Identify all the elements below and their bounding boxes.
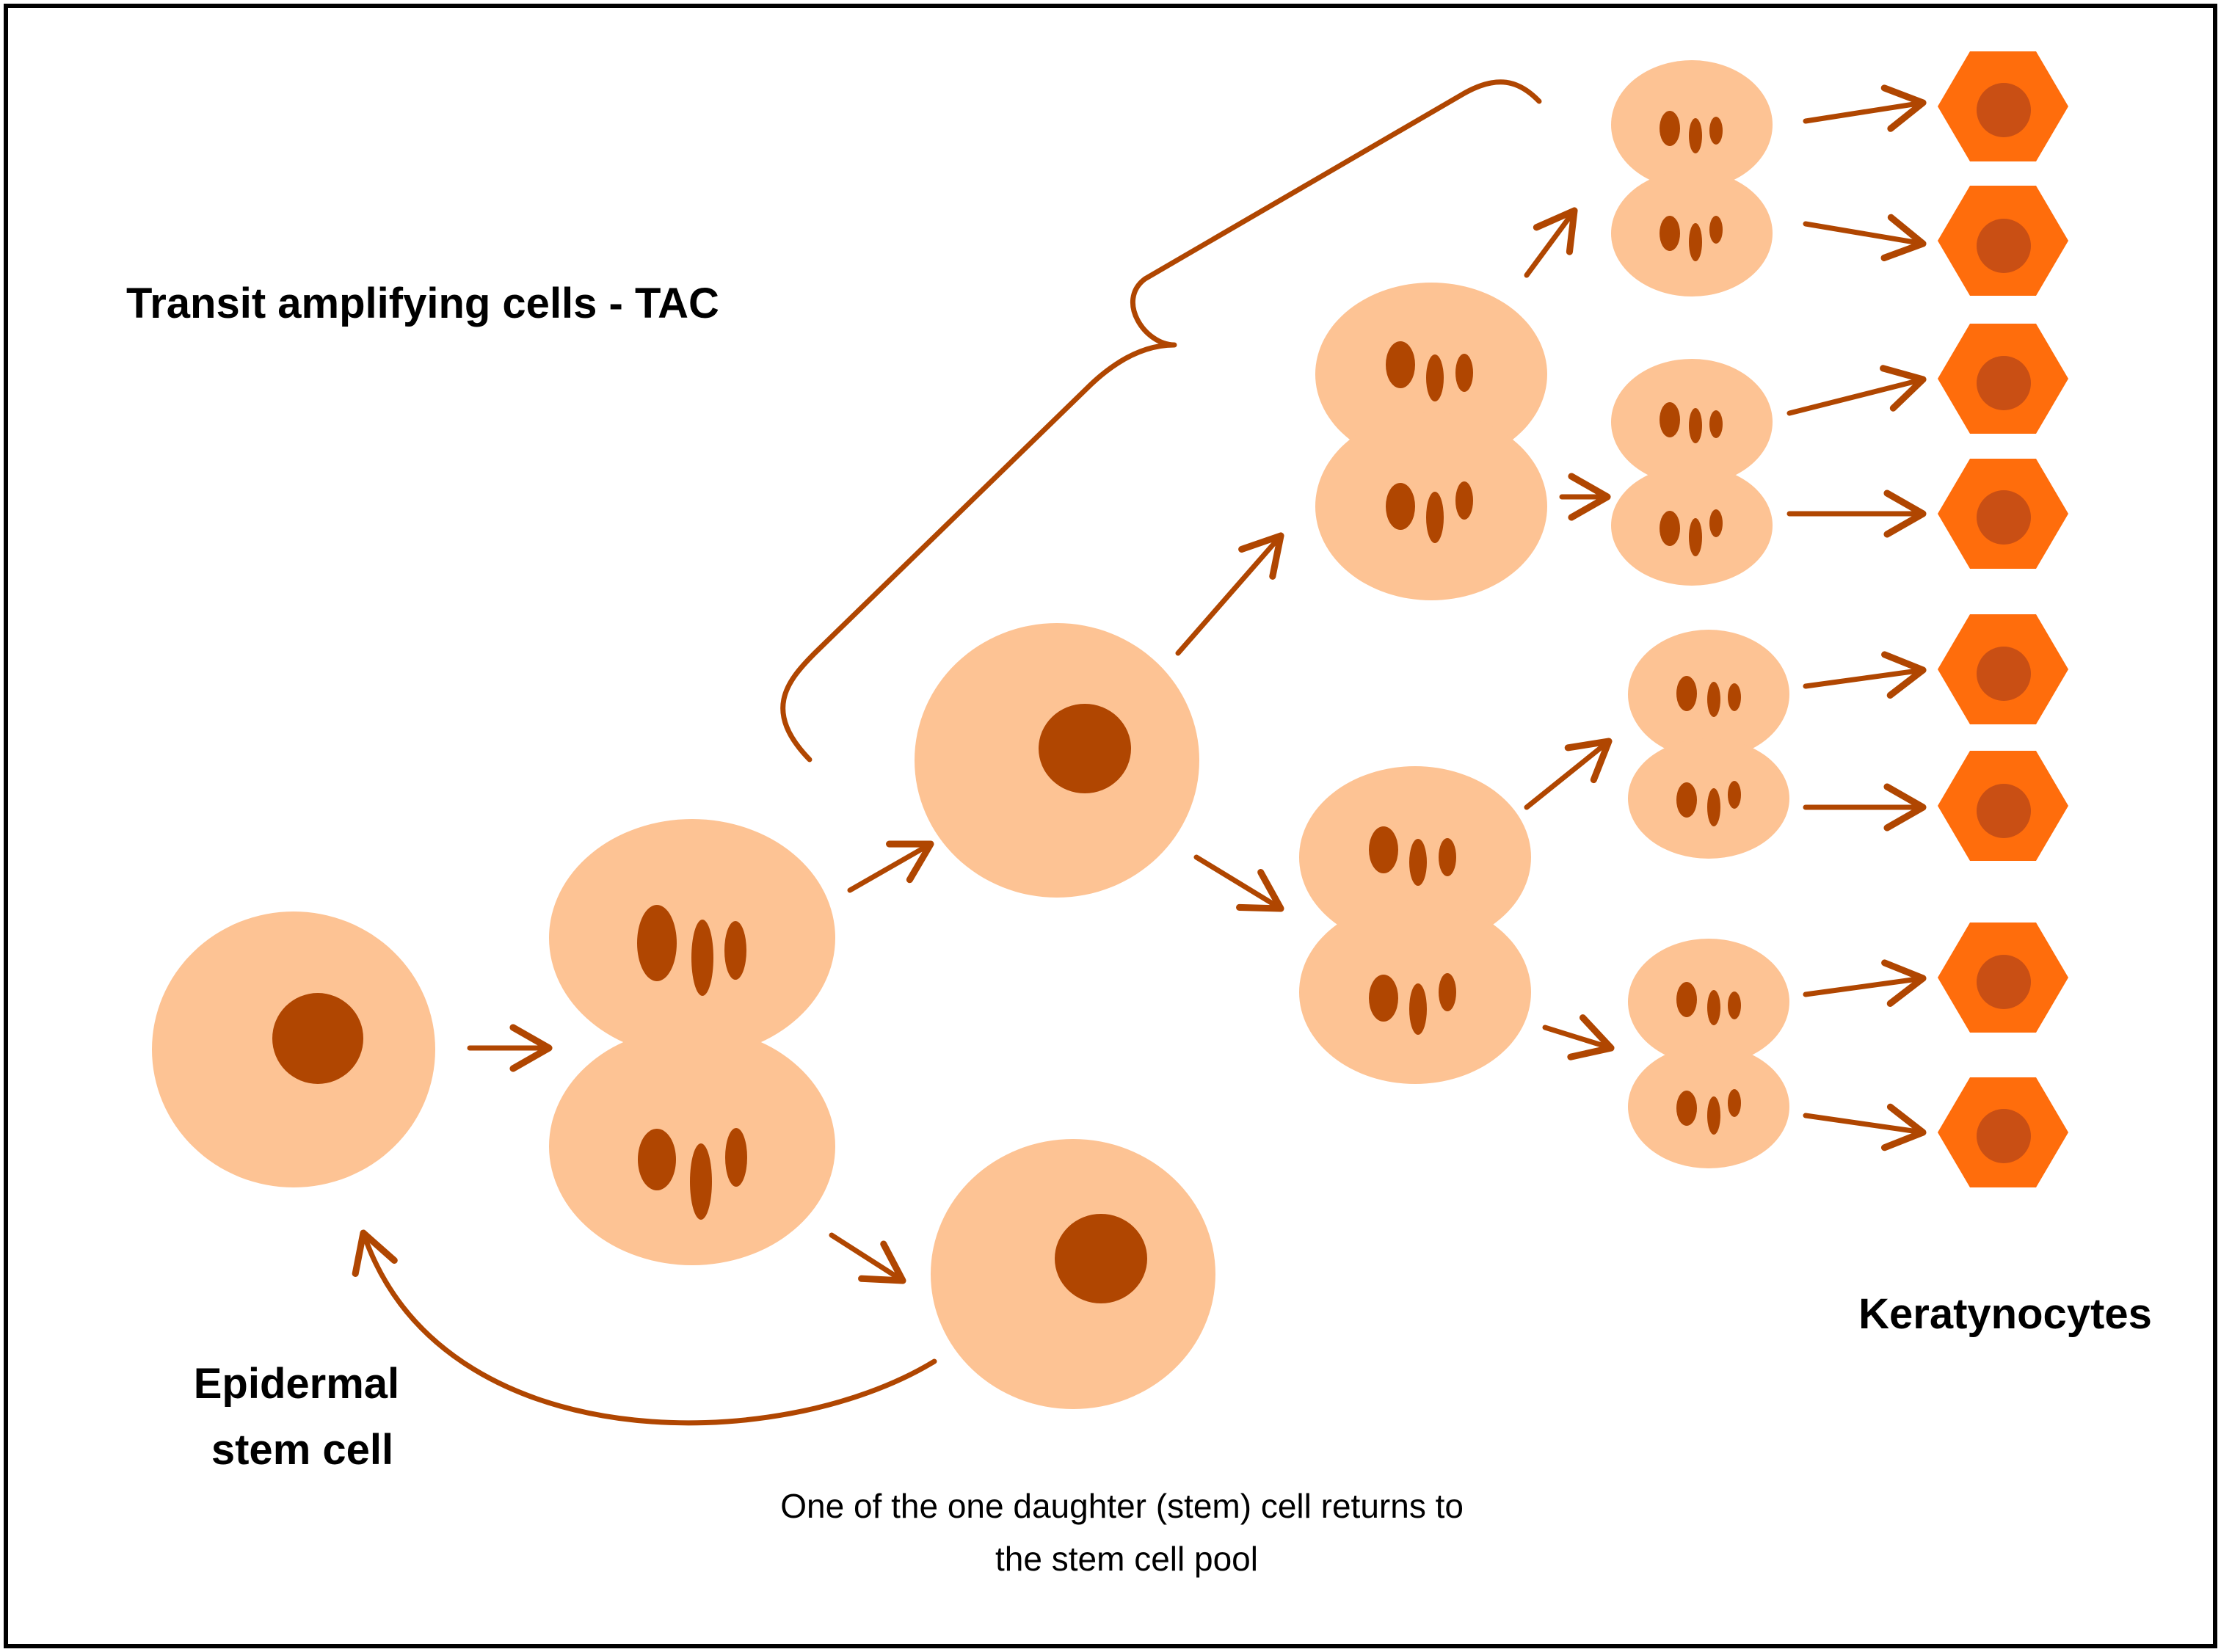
keratinocyte-4: [1938, 459, 2068, 569]
arrow-upper-division-to-pair-1: [1524, 207, 1578, 278]
keratinocytes: [1938, 51, 2068, 1187]
dividing-tac-upper: [1315, 283, 1547, 600]
arrow-division-to-tac: [847, 840, 934, 893]
arrow-to-keratinocyte-2: [1803, 214, 1927, 262]
epidermal-stem-cell-label-line1: Epidermal: [194, 1360, 399, 1408]
keratinocyte-2: [1938, 186, 2068, 296]
arrow-to-keratinocyte-8: [1803, 1103, 1927, 1151]
keratinocytes-label: Keratynocytes: [1858, 1290, 2152, 1338]
keratinocyte-5: [1938, 614, 2068, 724]
keratinocyte-1: [1938, 51, 2068, 161]
caption: One of the one daughter (stem) cell retu…: [780, 1487, 1473, 1578]
tac-curly-brace: [780, 79, 1542, 763]
epidermal-stem-cell: [152, 911, 435, 1187]
keratinocyte-7: [1938, 923, 2068, 1033]
epidermal-stem-cell-label: Epidermal stem cell: [194, 1360, 412, 1474]
keratinocyte-6: [1938, 751, 2068, 861]
arrow-to-keratinocyte-7: [1803, 959, 1927, 1007]
caption-line1: One of the one daughter (stem) cell retu…: [780, 1487, 1464, 1525]
dividing-stem-cell: [549, 819, 835, 1265]
keratinocyte-8: [1938, 1077, 2068, 1187]
returning-stem-cell: [931, 1139, 1215, 1409]
arrow-tac-to-lower-division: [1193, 854, 1284, 912]
keratinocyte-3: [1938, 324, 2068, 434]
daughter-cell-pair-3: [1628, 630, 1789, 859]
arrow-lower-division-to-pair-3: [1524, 738, 1613, 810]
arrow-lower-division-to-pair-4: [1542, 1014, 1615, 1060]
arrow-tac-to-upper-division: [1175, 532, 1284, 656]
daughter-cell-pair-1: [1611, 60, 1773, 296]
arrow-to-keratinocyte-3: [1786, 365, 1927, 416]
arrow-return-to-stem-pool: [352, 1229, 937, 1426]
arrows: [352, 84, 1927, 1426]
daughter-cell-pair-2: [1611, 359, 1773, 586]
transit-amplifying-cell: [915, 623, 1199, 898]
dividing-tac-lower: [1299, 766, 1531, 1084]
arrow-division-to-returning-cell: [829, 1232, 906, 1284]
arrow-to-keratinocyte-1: [1803, 84, 1927, 132]
tac-label: Transit amplifying cells - TAC: [126, 280, 719, 327]
arrow-to-keratinocyte-5: [1803, 651, 1927, 699]
caption-line2: the stem cell pool: [995, 1540, 1258, 1578]
epidermal-stem-cell-label-line2: stem cell: [211, 1426, 393, 1474]
daughter-cell-pair-4: [1628, 939, 1789, 1168]
